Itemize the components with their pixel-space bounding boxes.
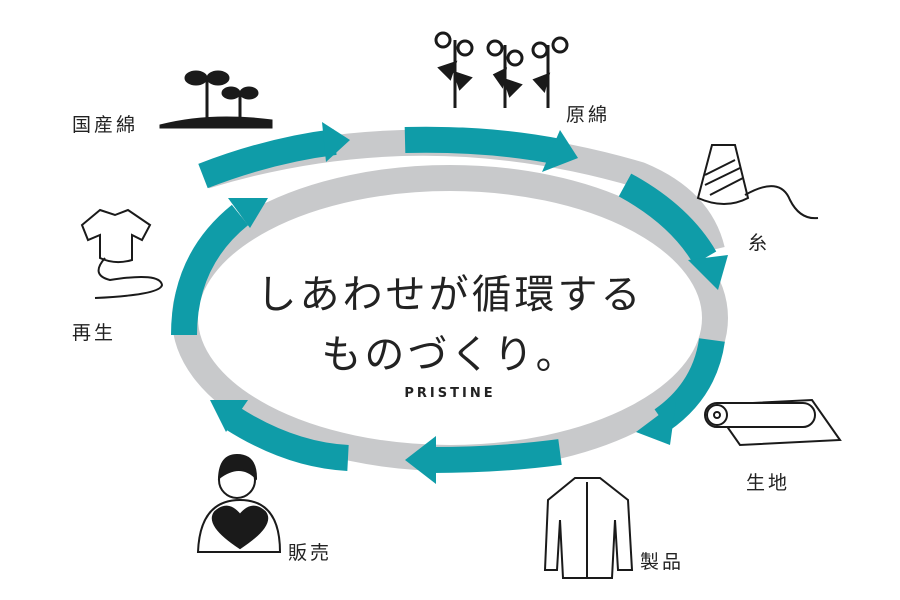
fabric-roll-icon [704,398,842,447]
arrow-segment-5 [431,439,562,473]
arrow-segment-1 [198,129,337,189]
arrowhead-6 [210,400,248,432]
stage-label-fabric: 生地 [746,472,791,494]
arrowhead-7 [228,198,268,228]
sprout-icon [159,70,273,129]
stage-label-yarn: 糸 [748,232,771,254]
arrow-segment-2 [404,126,563,165]
stage-label-recycle: 再生 [72,322,117,344]
stage-label-product: 製品 [640,551,685,573]
headline-line-1: しあわせが循環する [256,272,644,318]
stage-label-sales: 販売 [288,542,333,564]
arrow-segment-3 [618,173,717,265]
arrowhead-4 [636,402,676,445]
brand-name: PRISTINE [404,386,496,401]
arrow-segment-6 [225,406,349,471]
arrowhead-2 [542,130,578,172]
person-heart-icon [196,453,282,553]
stage-label-domestic-cotton: 国産綿 [72,114,139,136]
yarn-spool-icon [696,144,819,220]
shirt-icon [543,477,634,579]
arrowhead-3 [688,255,728,290]
tshirt-icon [80,208,164,299]
stage-label-raw-cotton: 原綿 [566,104,611,126]
arrowhead-5 [405,436,436,484]
arrow-segment-7 [171,204,249,336]
arrowhead-1 [322,122,350,162]
cotton-plant-icon [434,31,569,108]
headline-line-2: ものづくり。 [321,332,579,378]
